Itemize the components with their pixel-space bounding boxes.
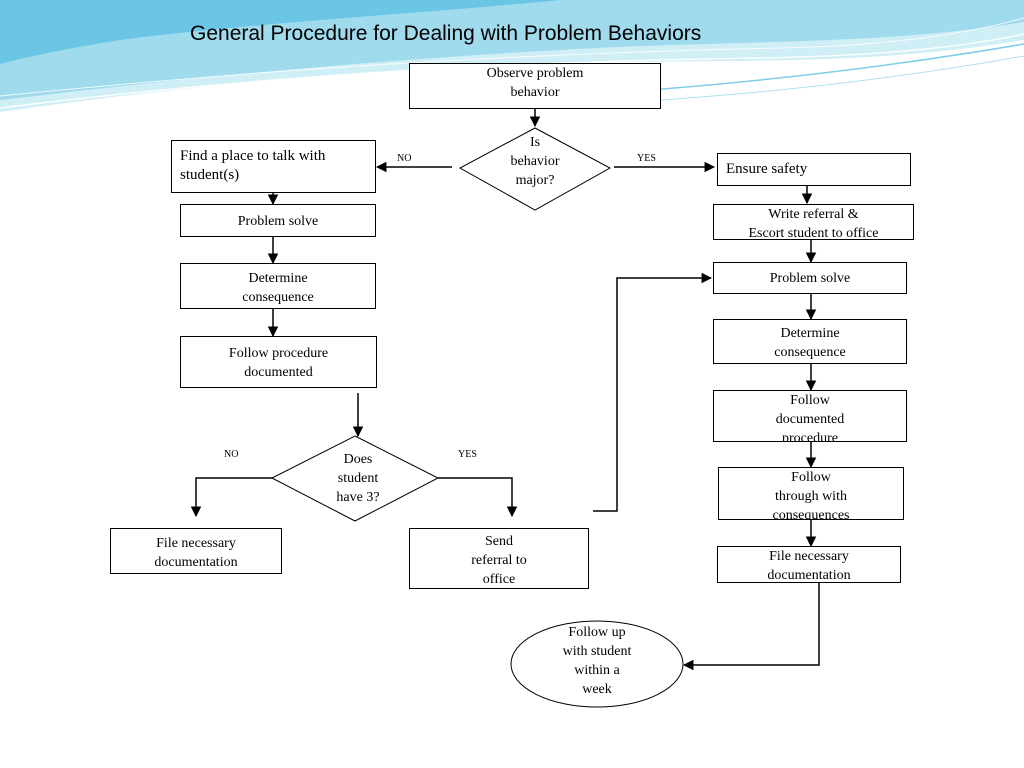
decision-diamond-is-major: [458, 127, 612, 211]
label-no-top: NO: [397, 153, 412, 164]
node-problem-solve-right: Problem solve: [713, 262, 907, 294]
arrow-file-documentation-to-follow-up: [682, 583, 820, 671]
node-ensure-safety: Ensure safety: [717, 153, 911, 186]
page-title: General Procedure for Dealing with Probl…: [190, 22, 702, 45]
node-follow-up-with-student: Follow up with student within a week: [562, 625, 632, 697]
node-write-referral-escort: Write referral & Escort student to offic…: [713, 204, 914, 240]
label-no-bottom: NO: [224, 449, 239, 460]
terminal-ellipse: [510, 620, 684, 708]
arrow-no-to-file-documentation: [190, 477, 273, 518]
decision-diamond-has-three: [270, 435, 440, 522]
node-observe-problem-behavior: Observe problem behavior: [409, 63, 661, 109]
node-determine-consequence-left: Determine consequence: [180, 263, 376, 309]
label-yes-top: YES: [637, 153, 656, 164]
node-determine-consequence-right: Determine consequence: [713, 319, 907, 364]
node-find-place-to-talk: Find a place to talk with student(s): [171, 140, 376, 193]
label-yes-bottom: YES: [458, 449, 477, 460]
node-file-documentation-right: File necessary documentation: [717, 546, 901, 583]
node-follow-through-with-consequences: Follow through with consequences: [718, 467, 904, 520]
arrow-referral-to-problem-solve: [593, 272, 713, 512]
node-follow-procedure-documented: Follow procedure documented: [180, 336, 377, 388]
node-is-behavior-major: Is behavior major?: [510, 135, 560, 188]
node-file-documentation-left: File necessary documentation: [110, 528, 282, 574]
node-does-student-have-three: Does student have 3?: [336, 452, 380, 505]
arrow-yes-to-send-referral: [438, 477, 518, 518]
node-follow-documented-procedure: Follow documented procedure: [713, 390, 907, 442]
node-problem-solve-left: Problem solve: [180, 204, 376, 237]
node-send-referral-to-office: Send referral to office: [409, 528, 589, 589]
